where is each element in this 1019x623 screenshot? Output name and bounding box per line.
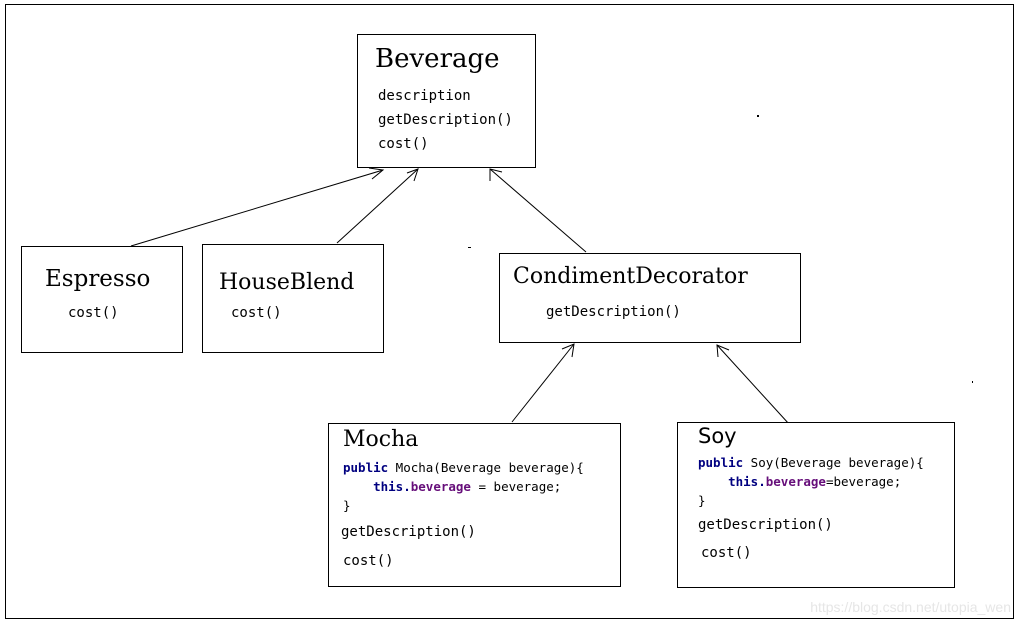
mocha-field-beverage: beverage [410, 479, 471, 494]
mocha-member-getdescription: getDescription() [341, 524, 476, 540]
arrow-mocha-condiment [511, 343, 575, 423]
soy-keyword-this: this. [728, 474, 766, 489]
houseblend-class-box [202, 244, 384, 353]
mocha-constructor-signature: Mocha(Beverage beverage){ [388, 460, 584, 475]
arrowhead-espresso [368, 167, 385, 180]
mocha-closing-brace: } [343, 498, 351, 513]
condiment-decorator-class-box [499, 253, 801, 343]
soy-member-getdescription: getDescription() [698, 517, 833, 533]
mocha-keyword-public: public [343, 460, 389, 475]
arrowhead-houseblend [406, 168, 419, 182]
arrowhead-soy [716, 344, 730, 358]
beverage-title: Beverage [375, 44, 500, 74]
houseblend-member-cost: cost() [231, 305, 282, 321]
arrow-soy-condiment [716, 344, 790, 425]
beverage-member-cost: cost() [378, 136, 429, 152]
arrow-espresso-beverage [130, 169, 384, 247]
soy-member-cost: cost() [701, 545, 752, 561]
arrow-houseblend-beverage [336, 168, 419, 244]
arrow-condiment-beverage [489, 168, 587, 253]
condiment-decorator-title: CondimentDecorator [513, 264, 748, 289]
mocha-constructor-code: public Mocha(Beverage beverage){ this.be… [343, 458, 584, 515]
beverage-member-description: description [378, 88, 471, 104]
soy-assignment: =beverage; [825, 474, 902, 489]
arrowhead-condiment [489, 168, 503, 181]
watermark-text: https://blog.csdn.net/utopia_wen [810, 599, 1011, 615]
soy-closing-brace: } [698, 493, 706, 508]
soy-constructor-signature: Soy(Beverage beverage){ [743, 455, 924, 470]
mocha-class-box [328, 423, 621, 587]
mocha-keyword-this: this. [373, 479, 411, 494]
condiment-member-getdescription: getDescription() [546, 304, 681, 320]
arrowhead-mocha [561, 343, 575, 358]
mocha-title: Mocha [343, 427, 419, 452]
mocha-assignment: = beverage; [470, 479, 562, 494]
soy-class-box [677, 422, 955, 588]
soy-keyword-public: public [698, 455, 744, 470]
espresso-class-box [21, 246, 183, 353]
espresso-title: Espresso [45, 266, 151, 292]
soy-constructor-code: public Soy(Beverage beverage){ this.beve… [698, 453, 924, 510]
houseblend-title: HouseBlend [219, 270, 355, 295]
soy-field-beverage: beverage [765, 474, 826, 489]
mocha-member-cost: cost() [343, 553, 394, 569]
soy-title: Soy [698, 424, 737, 448]
diagram-frame [5, 4, 1014, 619]
beverage-member-getdescription: getDescription() [378, 112, 513, 128]
espresso-member-cost: cost() [68, 305, 119, 321]
beverage-class-box [357, 34, 536, 168]
